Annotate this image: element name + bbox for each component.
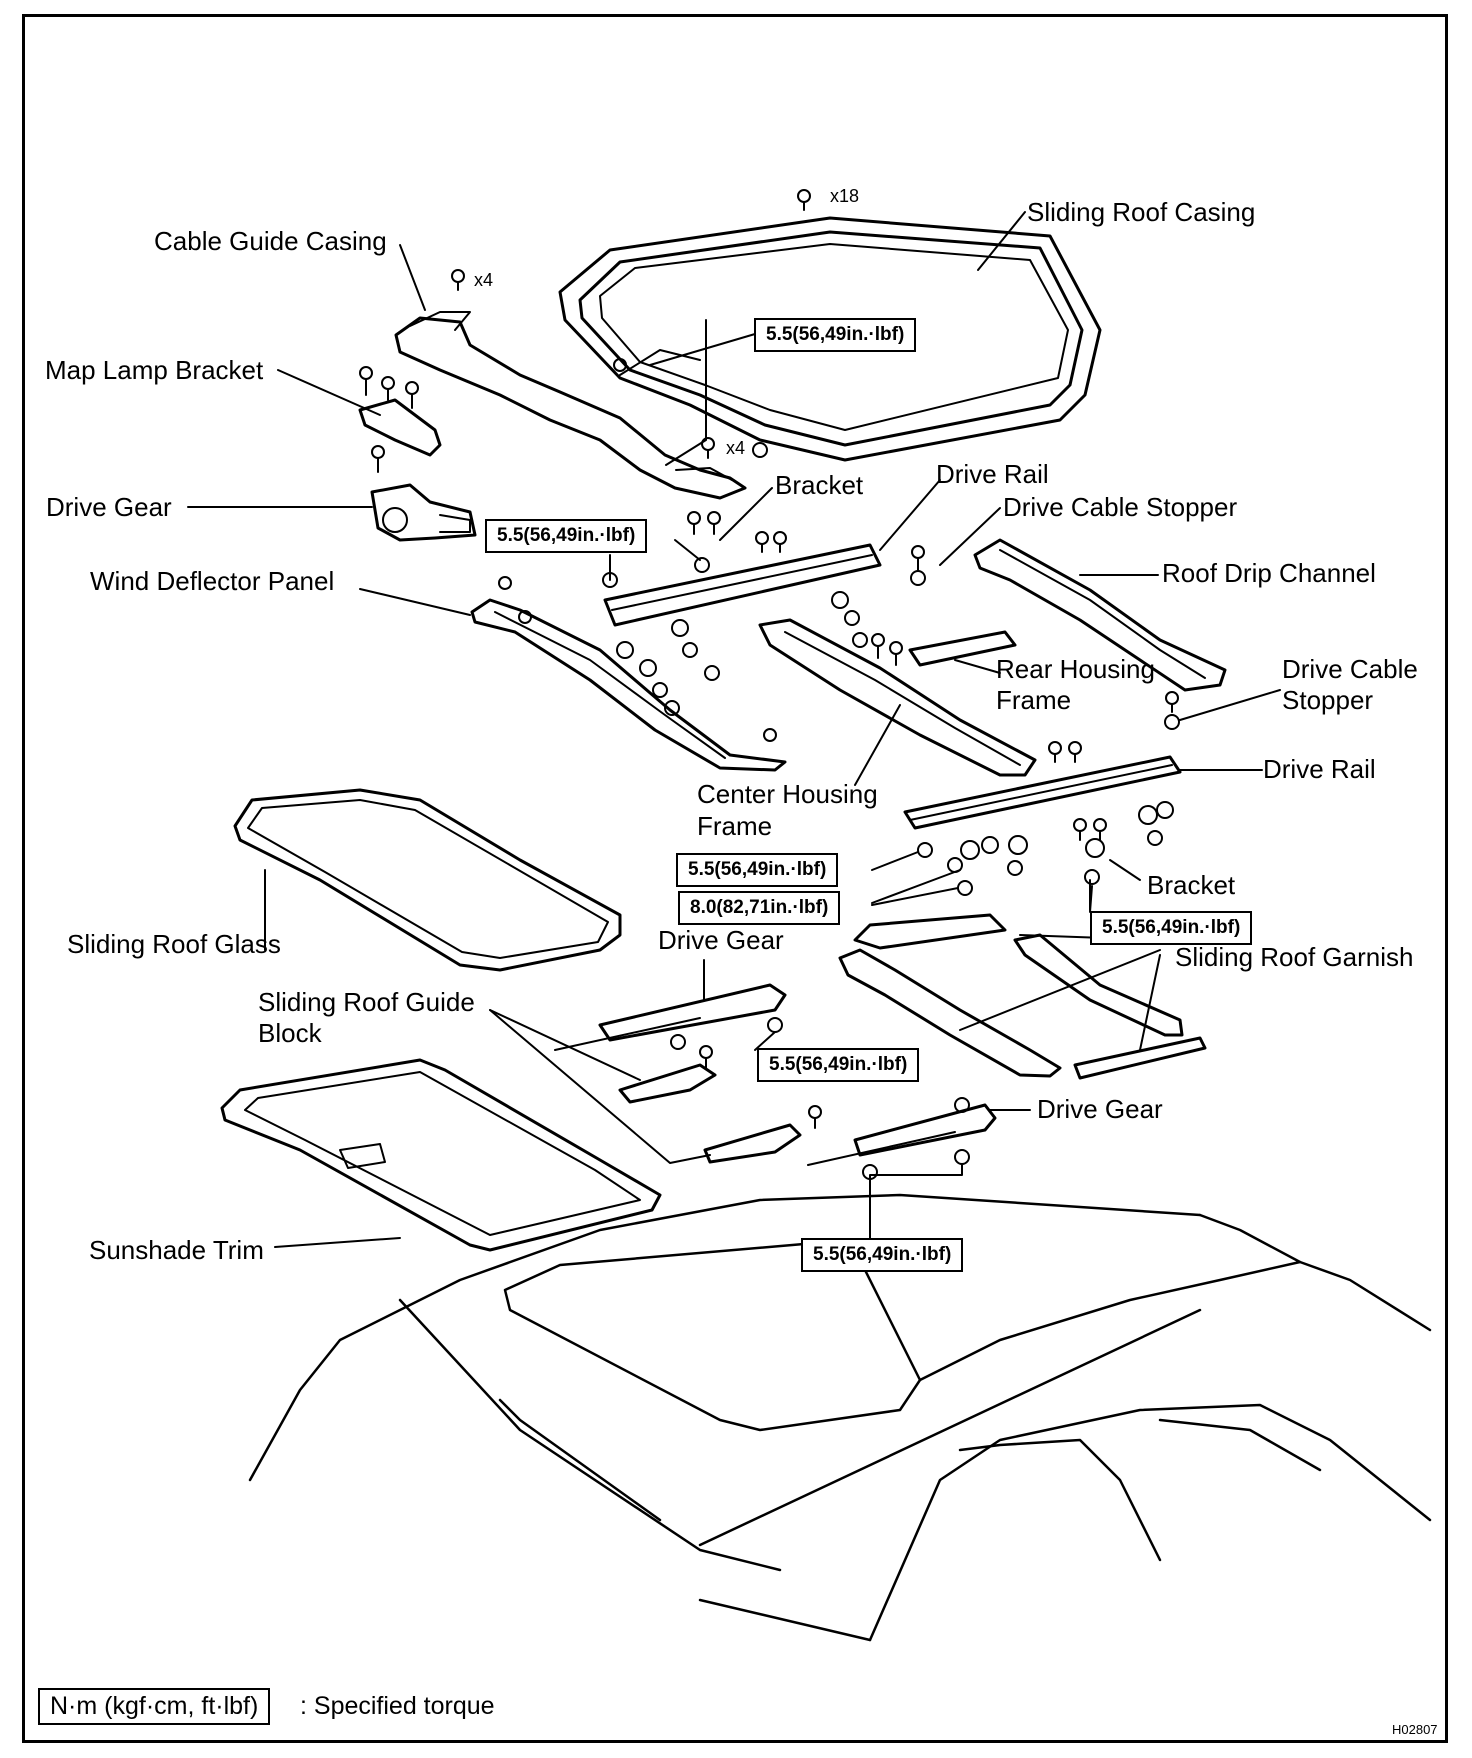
label-sliding-roof-guide-block-line1: Sliding Roof Guide	[258, 987, 475, 1017]
label-map-lamp-bracket: Map Lamp Bracket	[45, 355, 264, 385]
roof-drip-channel-part	[973, 538, 1227, 692]
sliding-roof-garnish-part	[838, 913, 1207, 1080]
torque-spec-drive-rail-1: 5.5(56,49in.·lbf)	[485, 519, 648, 553]
drive-gear-3-part	[807, 1103, 997, 1166]
cable-guide-casing-part	[394, 311, 747, 500]
fasteners	[359, 189, 1180, 1180]
label-center-housing-frame-line2: Frame	[697, 811, 773, 841]
torque-spec-center-1: 5.5(56,49in.·lbf)	[676, 853, 839, 887]
label-sliding-roof-glass: Sliding Roof Glass	[67, 929, 281, 959]
label-bracket-2: Bracket	[1147, 870, 1236, 900]
drive-rail-1-part	[603, 543, 882, 627]
torque-spec-center-2: 8.0(82,71in.·lbf)	[678, 891, 841, 925]
label-rear-housing-frame-line2: Frame	[996, 685, 1072, 715]
center-housing-frame-part	[758, 618, 1037, 777]
torque-spec-casing: 5.5(56,49in.·lbf)	[754, 318, 917, 352]
legend-unit-box: N·m (kgf·cm, ft·lbf)	[38, 1688, 271, 1725]
drive-rail-2-part	[903, 755, 1182, 830]
vehicle-body-outline	[248, 1193, 1432, 1642]
count-casing-screws: x18	[830, 186, 860, 206]
torque-spec-drive-gear-3: 5.5(56,49in.·lbf)	[801, 1238, 964, 1272]
label-drive-cable-stopper-2-line2: Stopper	[1282, 685, 1374, 715]
sliding-roof-guide-block-part	[618, 1063, 802, 1164]
legend-description: : Specified torque	[300, 1692, 495, 1720]
map-lamp-bracket-part	[358, 398, 442, 457]
count-cable-guide-screws: x4	[474, 270, 494, 290]
label-sliding-roof-garnish: Sliding Roof Garnish	[1175, 942, 1414, 972]
sliding-roof-glass-part	[233, 788, 622, 972]
label-wind-deflector-panel: Wind Deflector Panel	[90, 566, 335, 596]
count-bracket-screws: x4	[726, 438, 746, 458]
drive-gear-2-part	[554, 983, 787, 1051]
sliding-roof-casing-part	[558, 216, 1102, 462]
label-sunshade-trim: Sunshade Trim	[89, 1235, 264, 1265]
label-drive-gear-2: Drive Gear	[658, 925, 784, 955]
label-center-housing-frame-line1: Center Housing	[697, 779, 878, 809]
label-drive-cable-stopper-1: Drive Cable Stopper	[1003, 492, 1238, 522]
label-sliding-roof-casing: Sliding Roof Casing	[1027, 197, 1256, 227]
label-rear-housing-frame-line1: Rear Housing	[996, 654, 1155, 684]
drive-gear-motor-part	[370, 483, 477, 542]
label-roof-drip-channel: Roof Drip Channel	[1162, 558, 1376, 588]
label-drive-gear-1: Drive Gear	[46, 492, 172, 522]
sunshade-trim-part	[220, 1058, 662, 1252]
label-drive-cable-stopper-2-line1: Drive Cable	[1282, 654, 1418, 684]
label-drive-rail-1: Drive Rail	[936, 459, 1049, 489]
label-cable-guide-casing: Cable Guide Casing	[154, 226, 387, 256]
rear-housing-frame-part	[908, 630, 1017, 667]
torque-spec-bracket-2: 5.5(56,49in.·lbf)	[1090, 911, 1253, 945]
torque-spec-drive-gear-2: 5.5(56,49in.·lbf)	[757, 1048, 920, 1082]
wind-deflector-panel-part	[470, 598, 787, 772]
label-bracket-1: Bracket	[775, 470, 864, 500]
label-drive-gear-3: Drive Gear	[1037, 1094, 1163, 1124]
figure-code: H02807	[1392, 1722, 1438, 1737]
label-drive-rail-2: Drive Rail	[1263, 754, 1376, 784]
label-sliding-roof-guide-block-line2: Block	[258, 1018, 322, 1048]
diagram-frame	[22, 14, 1448, 1743]
